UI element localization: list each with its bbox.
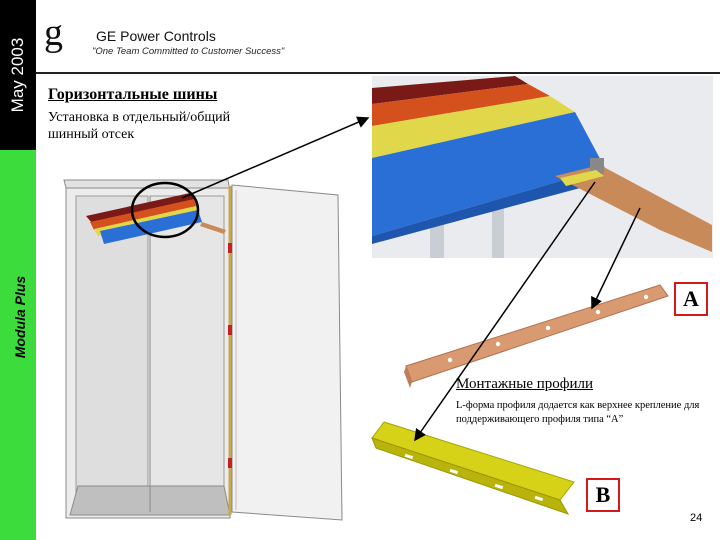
mounting-profile-a — [404, 284, 669, 388]
label-a-badge: A — [674, 282, 708, 316]
sidebar-product-band — [0, 150, 36, 540]
slide-heading: Горизонтальные шины — [48, 86, 218, 103]
cabinet-busbars — [86, 193, 226, 244]
highlight-ellipse — [130, 181, 200, 239]
arrow-to-profile-a — [591, 207, 641, 310]
busbar-detail-photo — [372, 76, 713, 258]
caption-body: L-форма профиля додается как верхнее кре… — [456, 400, 700, 425]
page-number: 24 — [690, 512, 703, 524]
sidebar-date-band — [0, 0, 36, 150]
label-b-badge: B — [586, 478, 620, 512]
ge-logo: g — [44, 12, 63, 54]
arrow-to-detail — [181, 116, 370, 199]
arrow-to-profile-b — [414, 181, 596, 442]
mounting-profile-b — [371, 421, 575, 515]
slide-subtitle: Установка в отдельный/общий шинный отсек — [48, 110, 231, 142]
caption-title: Монтажные профили — [456, 376, 594, 392]
switchgear-cabinet — [63, 179, 343, 521]
company-name: GE Power Controls — [96, 28, 216, 44]
header-divider — [36, 72, 720, 74]
company-slogan: "One Team Committed to Customer Success" — [92, 46, 285, 57]
